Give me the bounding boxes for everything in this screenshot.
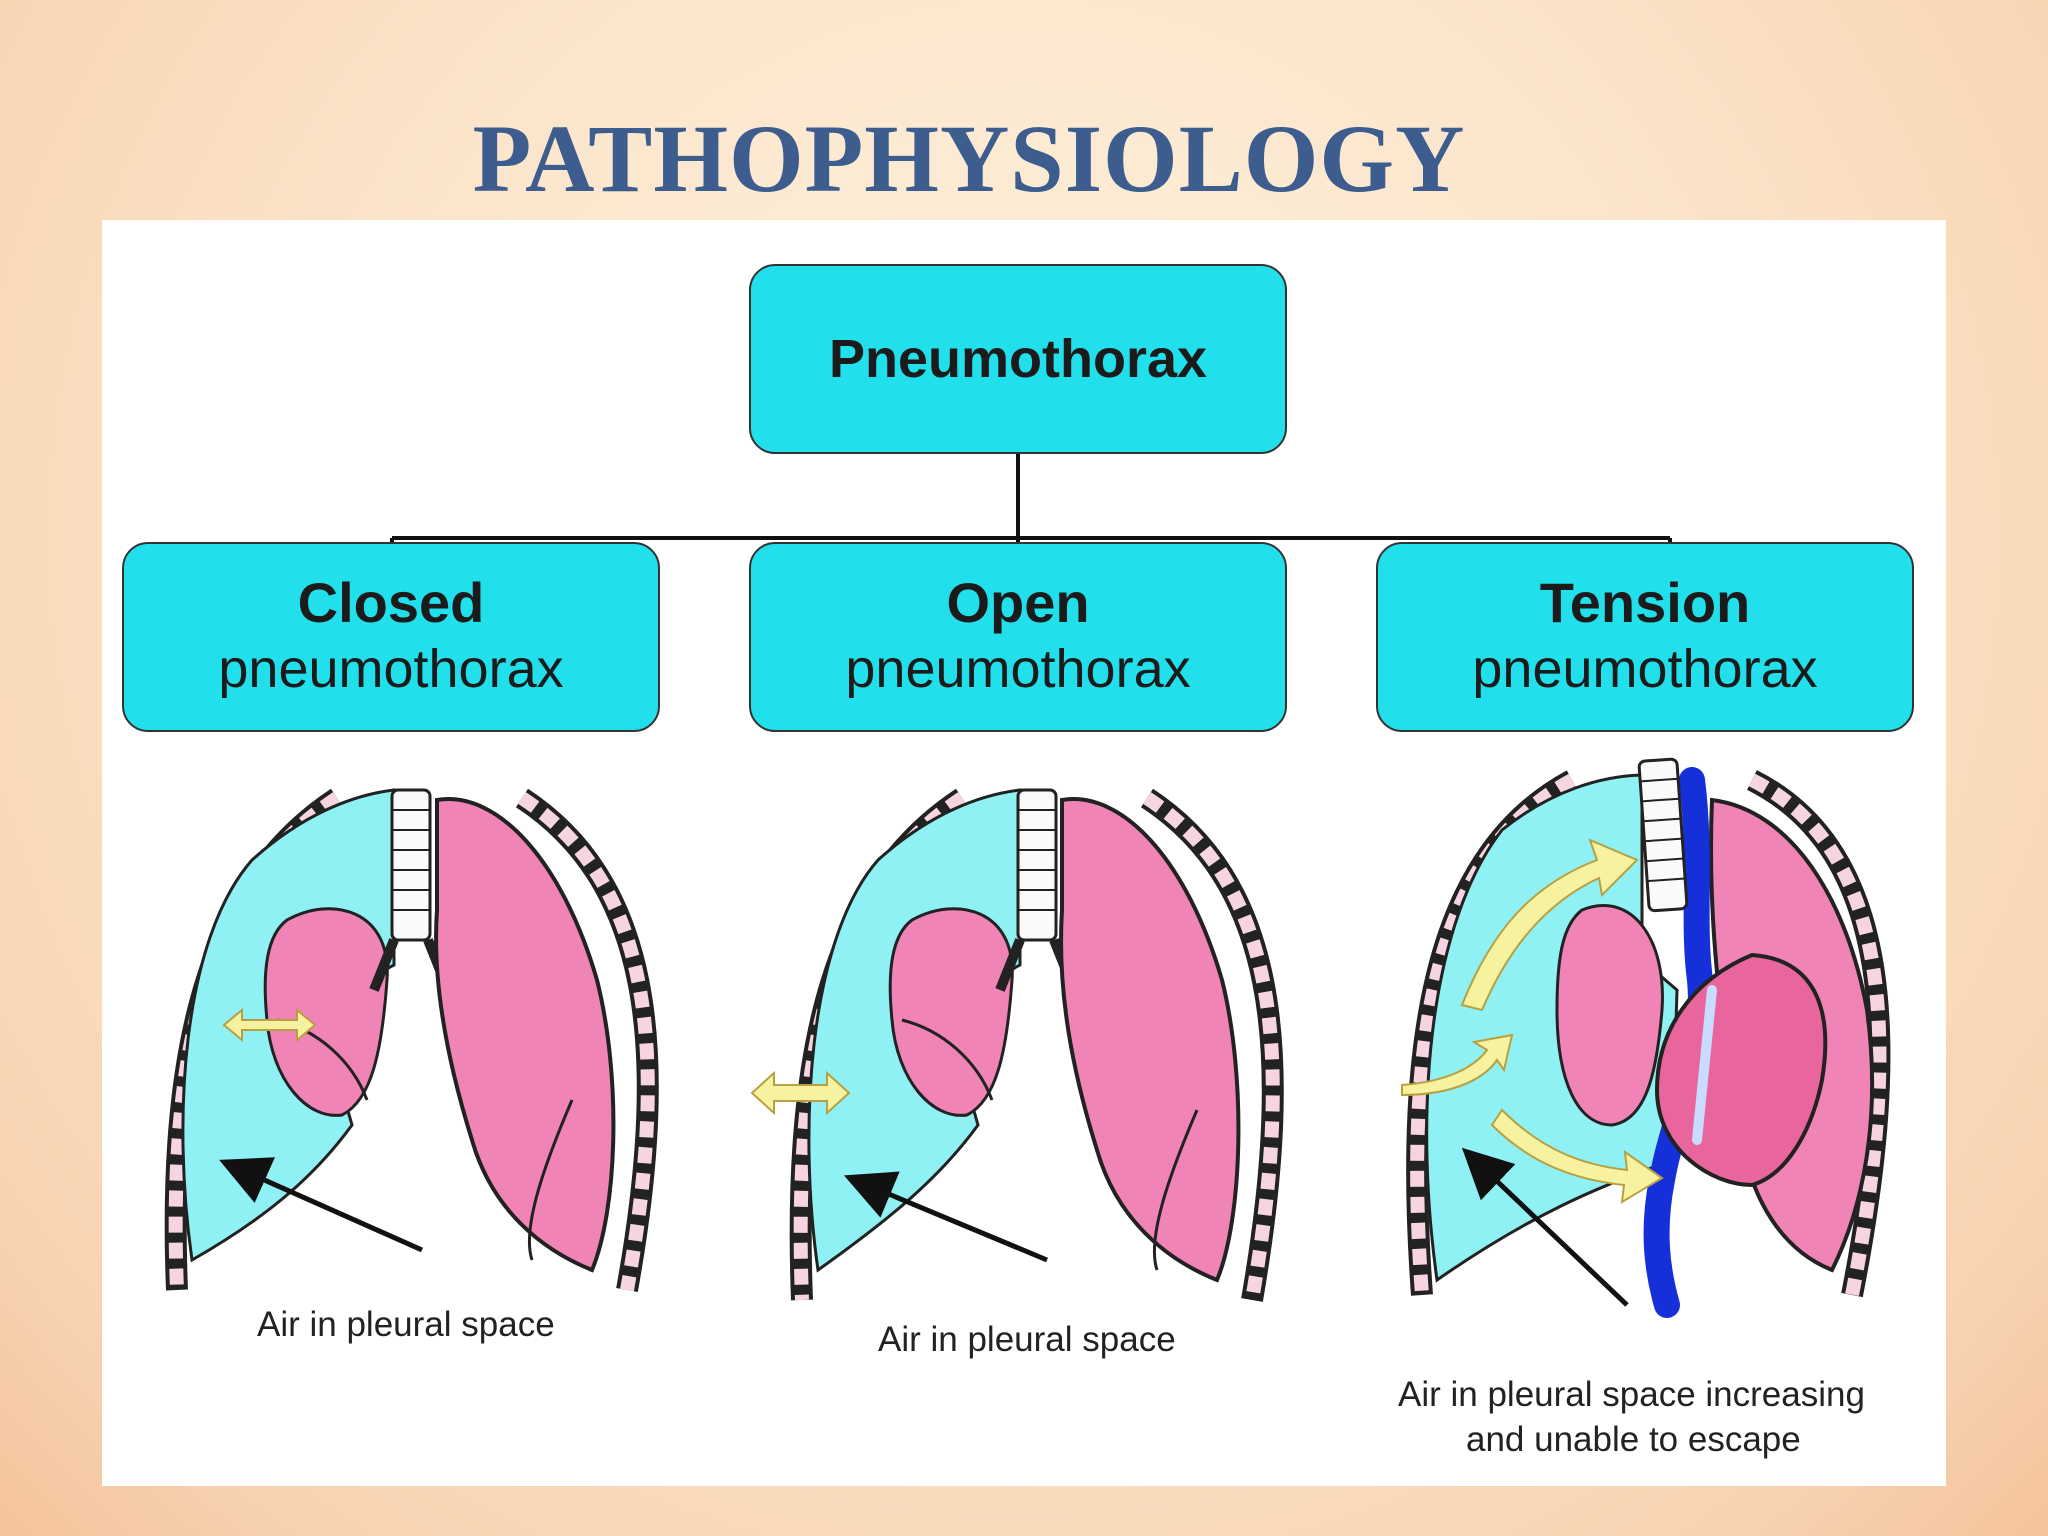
slide-title: PATHOPHYSIOLOGY: [472, 105, 1466, 212]
root-node-box: Pneumothorax: [749, 264, 1287, 454]
tension-lungs-illustration: [1401, 757, 1891, 1318]
type-open-title: Open: [946, 571, 1090, 634]
type-closed-subtitle: pneumothorax: [218, 639, 564, 699]
type-tension-title: Tension: [1539, 571, 1751, 634]
type-box-open: Open pneumothorax: [749, 542, 1287, 732]
connector-drops: [390, 538, 394, 542]
tension-caption-line1: Air in pleural space increasing: [1398, 1375, 1865, 1414]
type-closed-title: Closed: [297, 571, 485, 634]
open-lungs-illustration: [750, 788, 1284, 1302]
root-node-label: Pneumothorax: [828, 329, 1208, 389]
lung-illustrations: [164, 757, 1891, 1318]
type-box-tension: Tension pneumothorax: [1376, 542, 1914, 732]
type-tension-subtitle: pneumothorax: [1472, 639, 1818, 699]
closed-lungs-illustration: [164, 788, 659, 1292]
open-caption: Air in pleural space: [878, 1320, 1176, 1359]
type-box-closed: Closed pneumothorax: [122, 542, 660, 732]
closed-caption: Air in pleural space: [257, 1305, 555, 1344]
heart-illustration: [1654, 952, 1828, 1188]
diagram-panel: Pneumothorax Closed pneumothorax Open pn…: [102, 220, 1946, 1486]
type-open-subtitle: pneumothorax: [845, 639, 1191, 699]
tension-caption-line2: and unable to escape: [1466, 1420, 1801, 1459]
